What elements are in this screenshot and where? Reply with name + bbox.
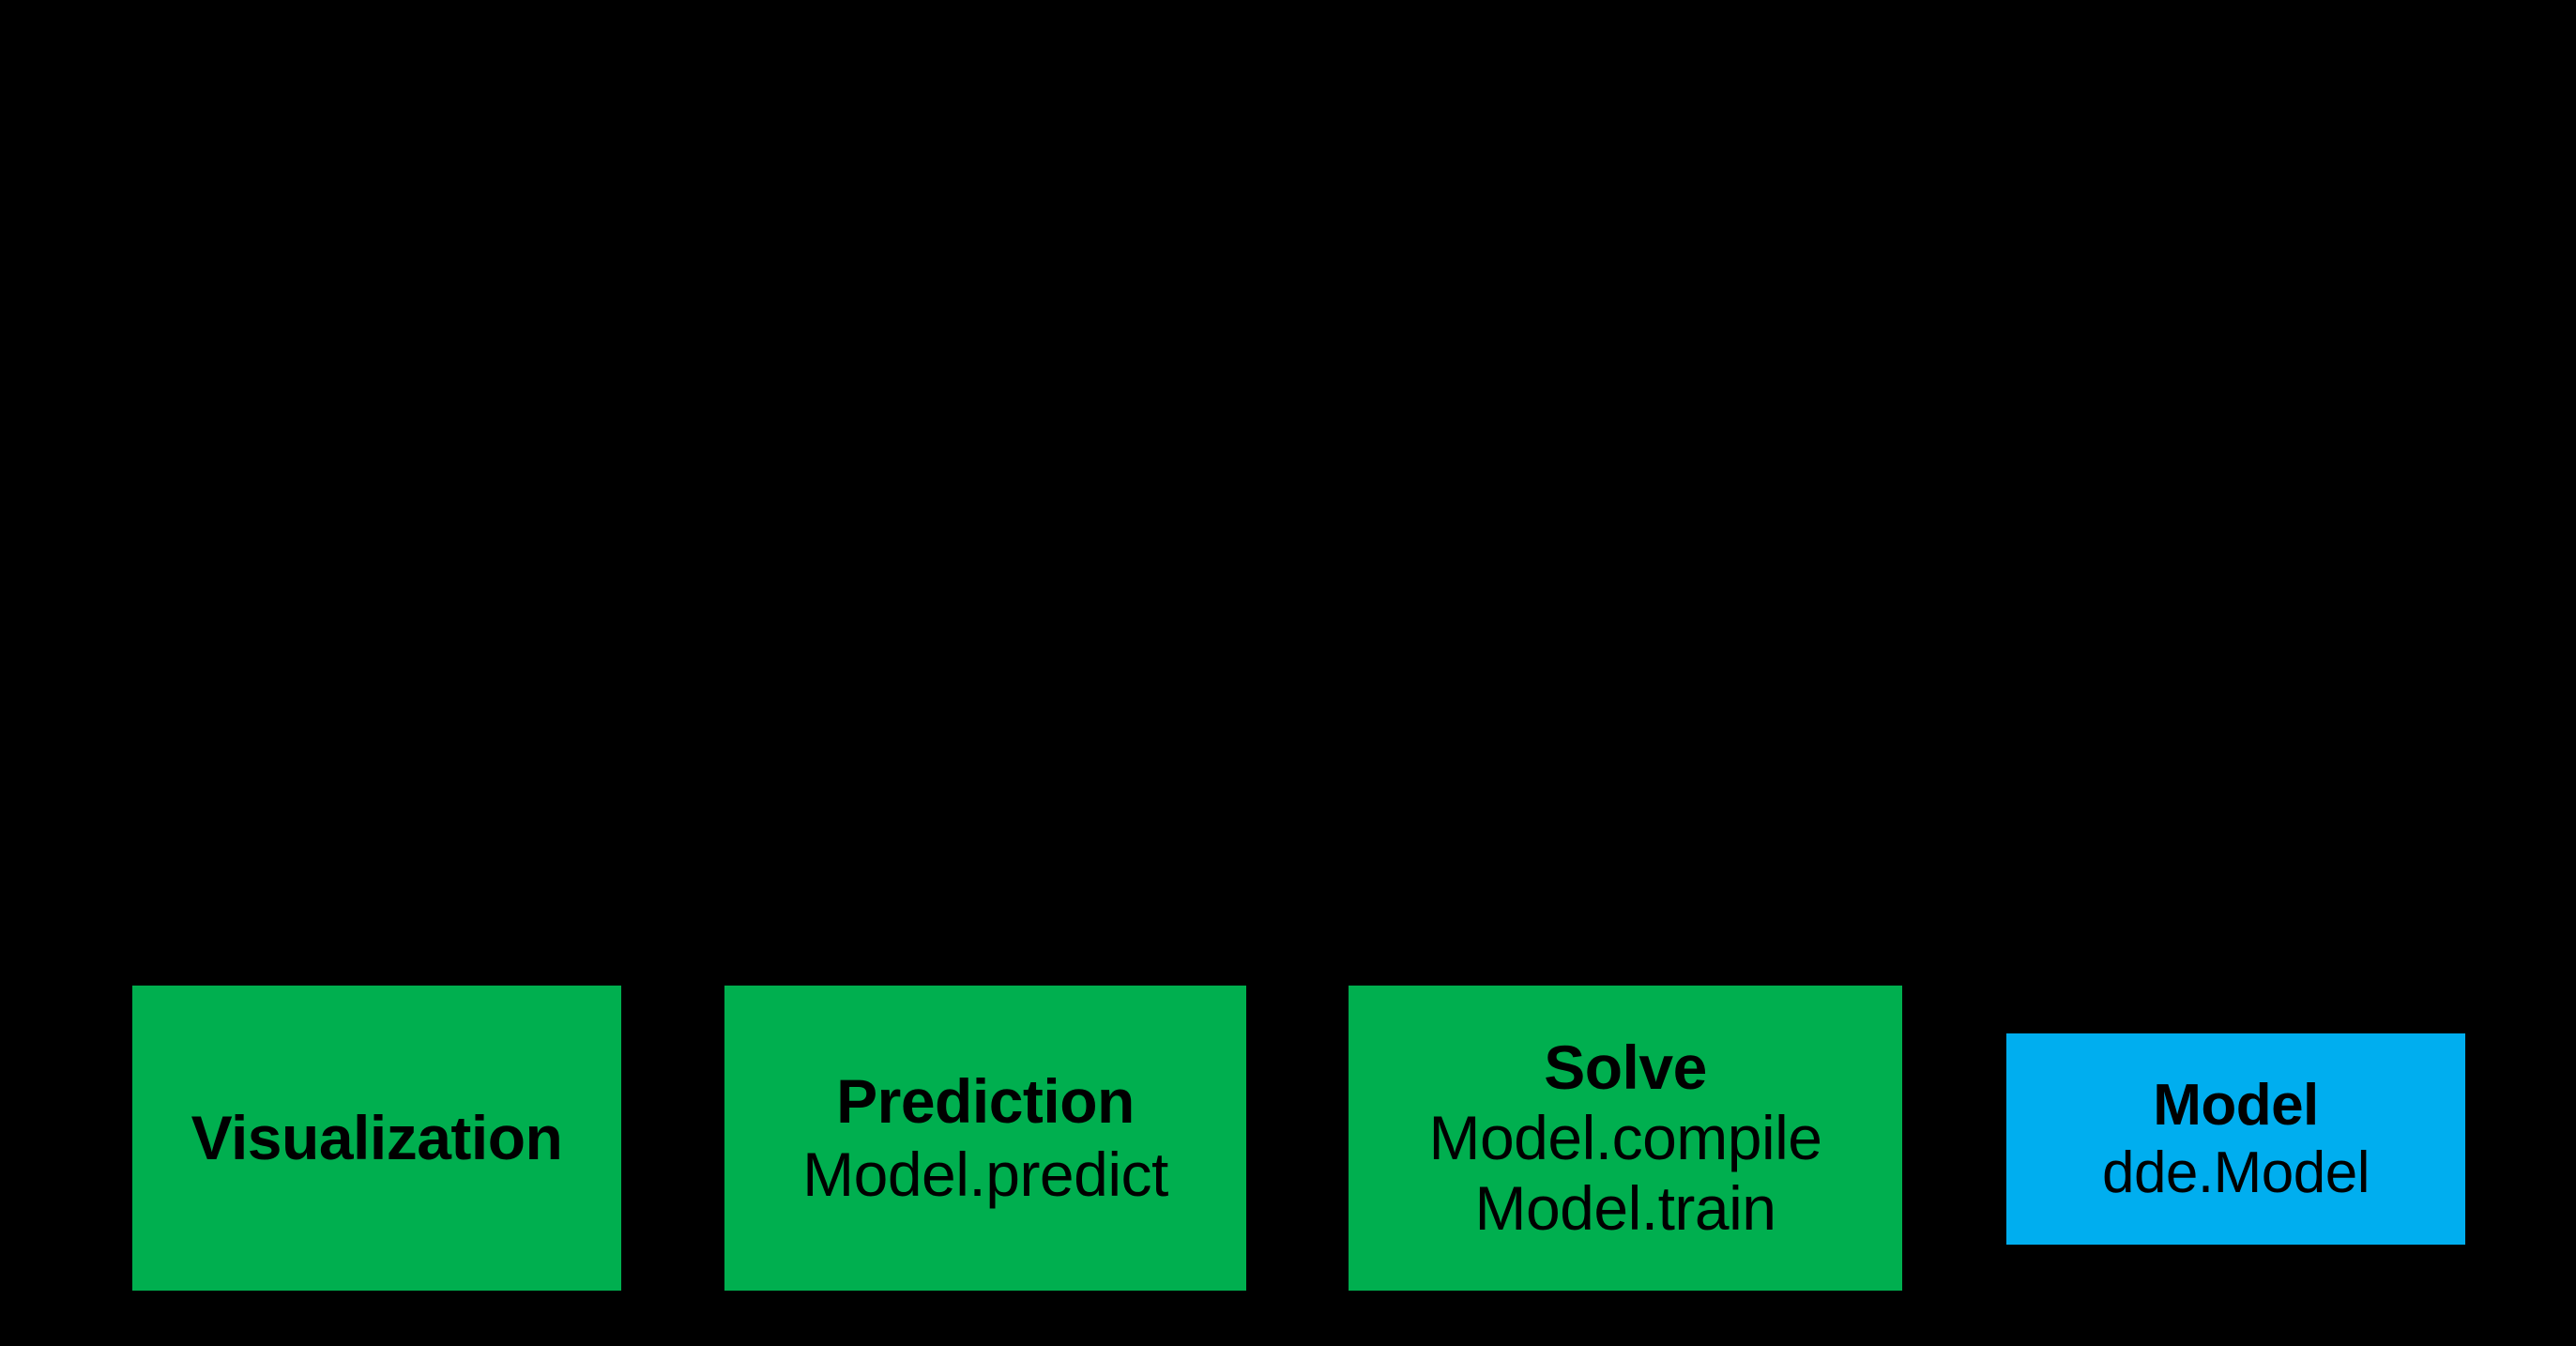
node-visualization-title: Visualization [191,1102,563,1172]
node-solve-api-train: Model.train [1474,1173,1777,1244]
node-model-title: Model [2153,1073,2319,1139]
node-model-api-dde-model: dde.Model [2101,1140,2370,1205]
node-visualization[interactable]: Visualization [132,986,621,1291]
node-model[interactable]: Model dde.Model [2006,1033,2465,1245]
node-solve[interactable]: Solve Model.compile Model.train [1349,986,1902,1291]
node-prediction[interactable]: Prediction Model.predict [724,986,1246,1291]
node-prediction-api-predict: Model.predict [802,1139,1168,1209]
node-solve-title: Solve [1544,1032,1707,1102]
node-solve-api-compile: Model.compile [1428,1102,1822,1172]
node-prediction-title: Prediction [836,1066,1135,1137]
